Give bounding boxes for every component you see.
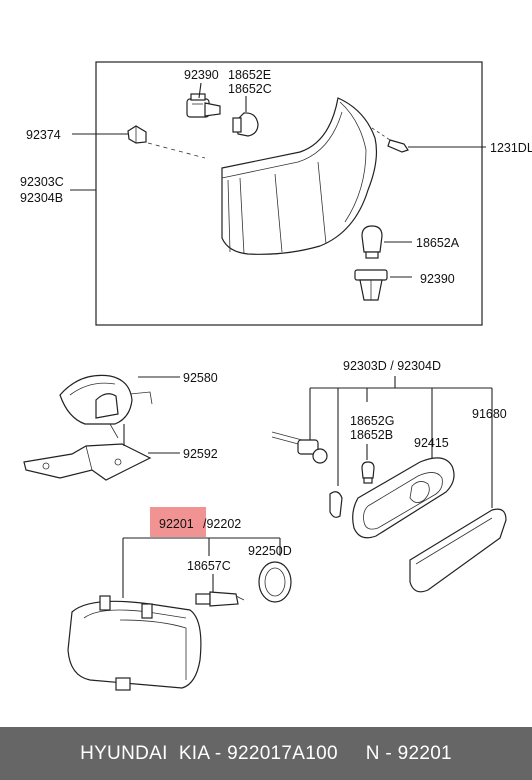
label-18652a: 18652A [416, 236, 460, 250]
fog-lamp-92201 [67, 595, 202, 691]
bracket-92592 [23, 443, 152, 481]
wiring-harness [271, 431, 328, 464]
label-92390-top: 92390 [184, 68, 219, 82]
bulb-18652a [361, 225, 383, 259]
label-92250d: 92250D [248, 544, 292, 558]
label-92303d-92304d: 92303D / 92304D [343, 359, 441, 373]
label-92303c: 92303C [20, 175, 64, 189]
footer-brand-part: HYUNDAI KIA - 922017A100 [80, 742, 338, 764]
label-92201: 92201 [159, 517, 194, 531]
label-92202: /92202 [203, 517, 241, 531]
highlight-92201 [150, 507, 206, 537]
label-1231dl: 1231DL [490, 141, 532, 155]
label-92415: 92415 [414, 436, 449, 450]
label-92304b: 92304B [20, 191, 63, 205]
bulb-18652g-b [361, 461, 375, 484]
label-92592: 92592 [183, 447, 218, 461]
footer-spacer [338, 743, 366, 765]
bulb-18657c [195, 591, 245, 607]
socket-92390-bottom [354, 269, 388, 301]
label-92390-bottom: 92390 [420, 272, 455, 286]
label-18652g: 18652G [350, 414, 394, 428]
screw-1231dl [387, 139, 409, 153]
bulb-18652e-c [232, 112, 259, 137]
assembly-frame-top [95, 61, 483, 326]
footer-ref: N - 92201 [365, 742, 452, 764]
label-92374: 92374 [26, 128, 61, 142]
clip-92374 [127, 125, 147, 144]
cap-92250d [258, 561, 292, 603]
part-number-footer: HYUNDAI KIA - 922017A100 N - 92201 [0, 727, 532, 780]
fog-lamp-92580 [59, 374, 153, 439]
clip-small [329, 491, 343, 518]
parts-diagram: 92390 18652E 18652C 92374 1231DL 92303C … [20, 61, 532, 691]
label-92580: 92580 [183, 371, 218, 385]
lens-91680 [409, 508, 507, 593]
label-18657c: 18657C [187, 559, 231, 573]
gasket-92415 [352, 457, 455, 539]
label-18652c: 18652C [228, 82, 272, 96]
turn-signal-lamp [221, 97, 378, 255]
label-91680: 91680 [472, 407, 507, 421]
label-18652e: 18652E [228, 68, 271, 82]
label-18652b: 18652B [350, 428, 393, 442]
socket-92390-top [186, 93, 221, 118]
